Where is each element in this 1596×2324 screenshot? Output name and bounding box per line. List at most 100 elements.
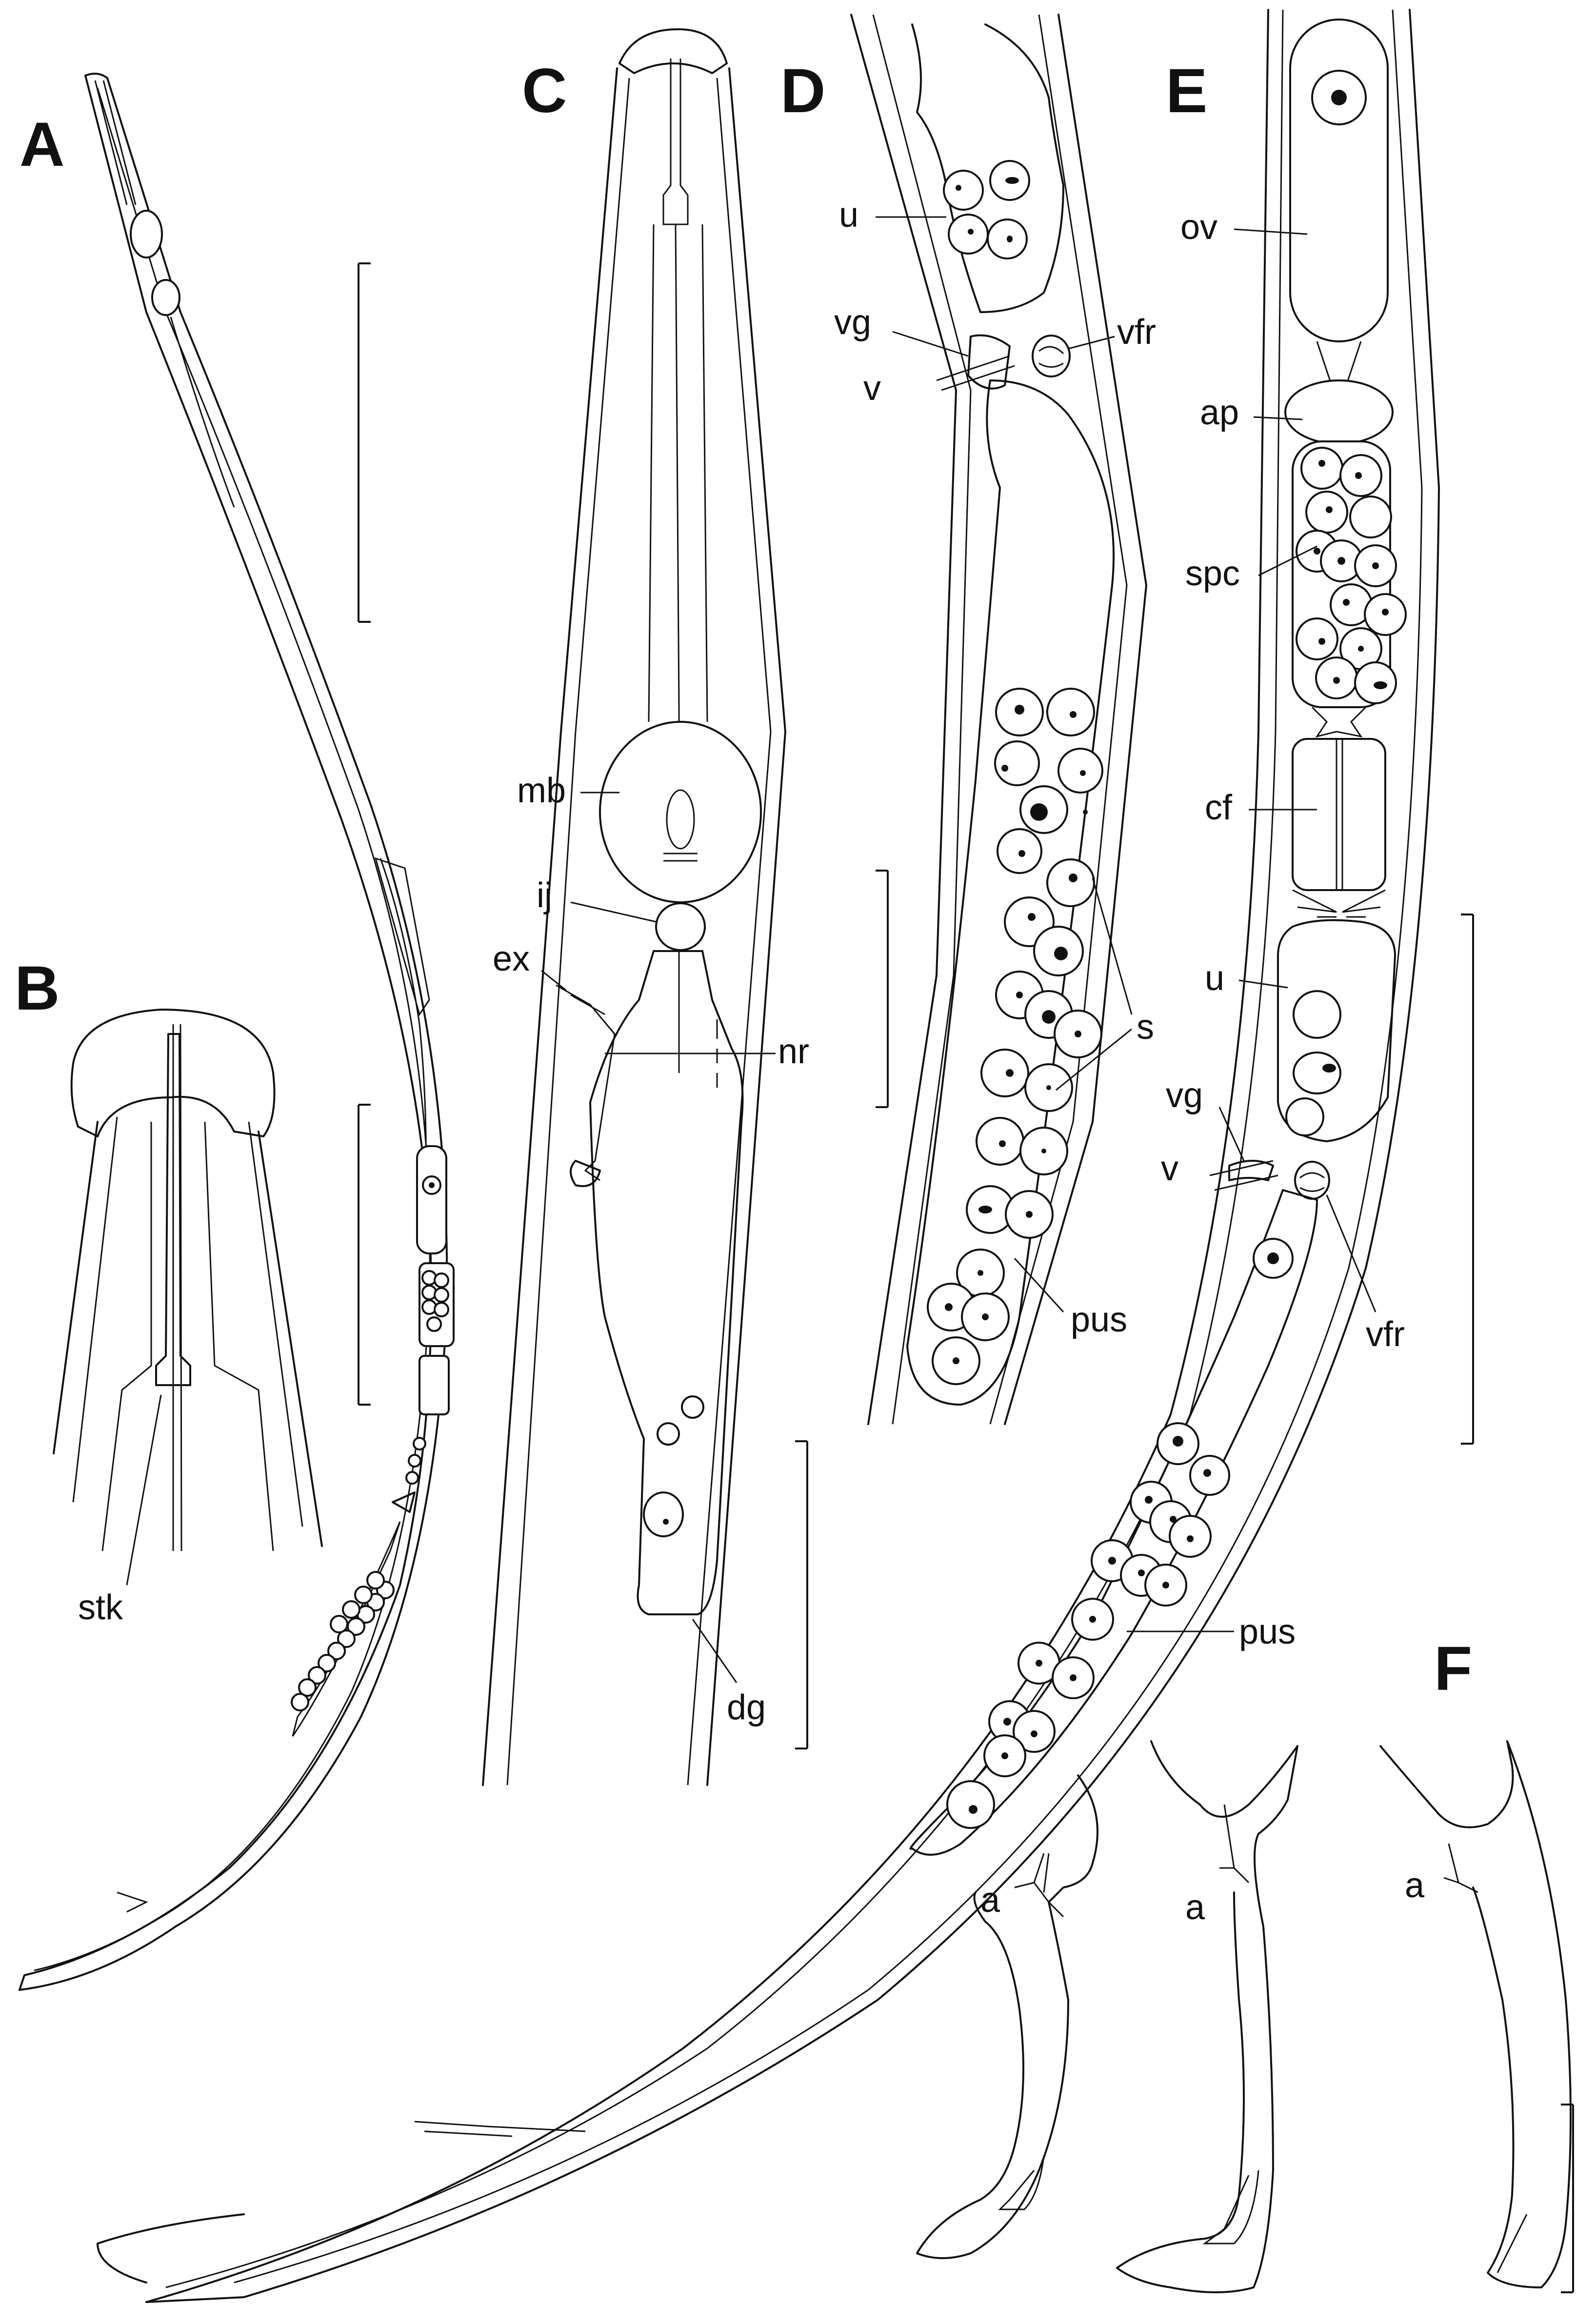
panel-e-ovary-duct [1316, 341, 1362, 386]
panel-f-label-a-1: a [980, 1881, 1000, 1920]
panel-f-tail-1: a [916, 1774, 1098, 2259]
panel-a-ovary [416, 1145, 447, 1254]
panel-d-uterus-outline [911, 23, 1064, 313]
panel-c-gland-nucleus-2 [681, 1395, 704, 1419]
panel-d-vulval-lips [936, 355, 1015, 391]
panel-e-label-ov: ov [1180, 208, 1217, 247]
panel-a-median-bulb [130, 210, 163, 258]
panel-f-label-a-3: a [1405, 1866, 1425, 1905]
panel-c-excretory-pore [570, 1160, 601, 1187]
panel-e-label-u: u [1205, 959, 1224, 998]
panel-e-crustaformeria-lumen [1336, 739, 1343, 890]
panel-e-label-spc: spc [1185, 554, 1240, 593]
panel-d-body-wall-right [1004, 14, 1147, 1425]
panel-c-gland-nucleus-3 [643, 1491, 684, 1537]
panel-f-tail-3: a [1379, 1740, 1572, 2288]
panel-b-lip-region [70, 1009, 276, 1137]
panel-d-inner-wall-left [872, 14, 972, 1425]
panel-c-gland-nucleus-1 [657, 1422, 680, 1446]
panel-e-uterus-cell-3 [1285, 1097, 1324, 1136]
panel-letter-b: B [15, 953, 60, 1023]
panel-e-uterus-nucleus [1322, 1064, 1336, 1073]
panel-e-sperm-cells [1296, 447, 1407, 704]
panel-e-label-vfr: vfr [1366, 1315, 1405, 1354]
panel-b-inner-wall-left [72, 1116, 118, 1503]
panel-e-crustaformeria [1292, 738, 1386, 891]
panel-c-label-mb: mb [517, 771, 566, 810]
panel-d-label-pus: pus [1071, 1300, 1127, 1339]
panel-a-crustaformeria [419, 1355, 450, 1415]
panel-e-vulval-flap-inner [1299, 1172, 1325, 1192]
panel-c-excretory-duct [556, 984, 616, 1181]
panel-c: C mb ij ex nr dg [482, 28, 809, 1786]
panel-a-oocyte-nucleus [429, 1182, 435, 1188]
panel-b-leader-stk [126, 1394, 162, 1586]
panel-c-label-ex: ex [493, 939, 530, 978]
panel-c-leader-ij [570, 901, 657, 923]
panel-e-vulval-flap [1294, 1161, 1330, 1200]
panel-e-tail-tip [97, 2213, 245, 2284]
panel-d-vulval-flap [1032, 335, 1071, 377]
panel-d-label-u: u [839, 196, 858, 235]
panel-e-uterus-cell-2 [1293, 1052, 1341, 1094]
panel-e-spermatheca-junction [1311, 706, 1367, 738]
panel-e-inner-wall-left [165, 9, 1284, 2288]
panel-a-postuterine-sac [291, 1521, 401, 1737]
panel-c-label-dg: dg [727, 1688, 766, 1727]
panel-e-oocyte-nucleus [1331, 90, 1347, 105]
panel-a-sperm-cluster [421, 1270, 449, 1332]
panel-d-leader-pus [1014, 1257, 1064, 1313]
panel-e-label-pus: pus [1239, 1612, 1296, 1651]
panel-c-body-wall-left [482, 67, 618, 1786]
panel-c-inner-wall-left [506, 78, 630, 1786]
panel-b-body-wall-right [258, 1131, 323, 1547]
panel-f-tail-2: a [1116, 1740, 1298, 2293]
panel-c-median-bulb-valve [666, 789, 695, 850]
panel-e: E [97, 9, 1474, 2303]
panel-e-uterus-cell-1 [1293, 990, 1341, 1039]
panel-e-body-wall-left [145, 9, 1269, 2303]
panel-e-label-cf: cf [1205, 788, 1233, 827]
panel-b-pharynx [101, 1121, 274, 1551]
panel-letter-c: C [522, 56, 567, 126]
panel-e-label-v: v [1161, 1149, 1178, 1188]
panel-c-nerve-ring [605, 1019, 741, 1088]
panel-e-body-wall-right [145, 9, 1440, 2303]
panel-e-label-ap: ap [1200, 393, 1239, 432]
panel-d-leader-vg [892, 331, 969, 357]
panel-e-leader-u [1238, 979, 1288, 989]
panel-e-vagina [1228, 1160, 1274, 1181]
panel-letter-d: D [780, 56, 825, 126]
panel-f: F a a a [916, 1634, 1574, 2293]
panel-d-label-v: v [863, 369, 881, 408]
panel-d-vagina [967, 334, 1011, 390]
panel-d-vulval-flap-inner [1038, 346, 1064, 368]
panel-e-inner-wall-right [234, 9, 1423, 2284]
panel-c-inner-wall-right [687, 78, 772, 1786]
panel-c-valve-plates [663, 853, 698, 862]
panel-letter-f: F [1434, 1634, 1472, 1704]
panel-c-pharyngeal-gland-lobe [589, 950, 744, 1615]
panel-c-body-wall-right [706, 67, 786, 1786]
panel-a-uterus-cells [405, 1437, 426, 1485]
panel-d-uterus-cells [943, 160, 1030, 259]
panel-c-lip-cap [618, 28, 728, 74]
panel-letter-e: E [1166, 56, 1207, 126]
panel-e-postuterine-sac [909, 1189, 1318, 1856]
panel-b-stylet [155, 1033, 191, 1386]
panel-b-lumen [172, 1024, 182, 1551]
panel-d: D [780, 14, 1156, 1425]
panel-c-label-nr: nr [778, 1032, 809, 1071]
panel-a-isthmus [151, 279, 180, 316]
panel-c-leader-ex [541, 970, 566, 991]
panel-c-label-ij: ij [537, 876, 552, 915]
panel-a-anus [117, 1891, 148, 1913]
panel-b-label-stk: stk [78, 1588, 123, 1627]
panel-d-inner-wall-right [989, 14, 1128, 1425]
panel-b: B stk [15, 953, 371, 1627]
panel-c-median-bulb [599, 721, 762, 903]
panel-c-stylet [662, 59, 689, 225]
panel-d-label-vfr: vfr [1117, 313, 1156, 352]
panel-d-leader-s-1 [1092, 877, 1133, 1015]
panel-e-leader-vfr [1326, 1194, 1377, 1312]
